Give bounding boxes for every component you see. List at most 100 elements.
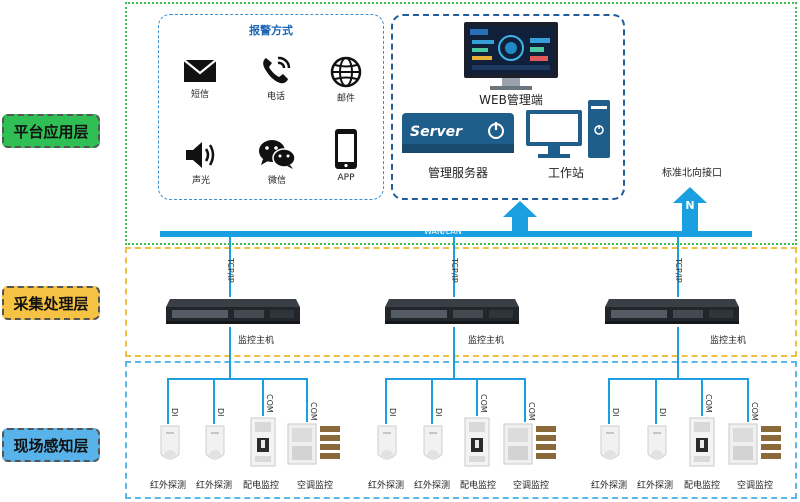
alarm-item-label: 邮件 [336, 94, 355, 104]
alarm-item-label: 短信 [190, 90, 209, 100]
server-icon [402, 113, 514, 153]
device-label: 空调监控 [513, 481, 550, 491]
device-drop-line [385, 378, 387, 424]
host-link-line [453, 237, 455, 297]
device-label: 红外探测 [150, 481, 187, 491]
sense-layer-tag: 现场感知层 [2, 428, 100, 462]
monitoring-host-icon [166, 299, 300, 324]
smartphone-icon [335, 129, 357, 169]
com-label: COM [527, 402, 536, 421]
com-label: COM [704, 394, 713, 413]
tcpip-label: TCP/IP [226, 258, 235, 283]
wechat-icon [259, 140, 296, 169]
power-distribution-icon [250, 417, 276, 467]
di-label: DI [611, 408, 620, 417]
host-trunk-line [229, 327, 231, 379]
host-label: 监控主机 [238, 336, 275, 346]
com-label: COM [309, 402, 318, 421]
di-label: DI [170, 408, 179, 417]
device-drop-line [655, 378, 657, 424]
power-distribution-icon [689, 417, 715, 467]
device-drop-line [167, 378, 169, 424]
northbound-letter: N [685, 199, 695, 212]
northbound-arrow-icon [673, 187, 707, 233]
alarm-item-label: 微信 [267, 176, 286, 186]
com-label: COM [265, 394, 274, 413]
upload-arrow-icon [503, 201, 537, 233]
server-label: 管理服务器 [427, 166, 488, 180]
device-label: 红外探测 [196, 481, 233, 491]
infrared-detector-icon [647, 425, 667, 460]
com-label: COM [750, 402, 759, 421]
air-conditioner-icon [728, 423, 781, 465]
infrared-detector-icon [205, 425, 225, 460]
platform-layer-region [125, 2, 797, 245]
infrared-detector-icon [160, 425, 180, 460]
wan-lan-bus [160, 231, 752, 237]
device-label: 配电监控 [684, 481, 721, 491]
device-drop-line [306, 378, 308, 422]
device-drop-line [524, 378, 526, 422]
infrared-detector-icon [377, 425, 397, 460]
monitoring-host-icon [605, 299, 739, 324]
sense-layer-region [125, 361, 797, 499]
alarm-item-app: APP [316, 128, 376, 183]
device-label: 红外探测 [368, 481, 405, 491]
alarm-item-label: 声光 [191, 176, 210, 186]
di-label: DI [434, 408, 443, 417]
northbound-interface-label: 标准北向接口 [662, 168, 722, 179]
device-drop-line [476, 378, 478, 416]
alarm-item-audio-visual: 声光 [171, 140, 231, 186]
sensor-bus [385, 378, 526, 380]
envelope-icon [183, 59, 217, 82]
monitoring-host-icon [385, 299, 519, 324]
air-conditioner-icon [503, 423, 556, 465]
wan-lan-label: WAN/LAN [424, 227, 462, 236]
host-trunk-line [677, 327, 679, 379]
device-drop-line [608, 378, 610, 424]
device-label: 红外探测 [591, 481, 628, 491]
tcpip-label: TCP/IP [450, 258, 459, 283]
alarm-methods-box [158, 14, 384, 200]
globe-icon [330, 56, 362, 88]
device-drop-line [701, 378, 703, 416]
phone-icon [263, 56, 291, 84]
device-label: 红外探测 [637, 481, 674, 491]
platform-layer-tag: 平台应用层 [2, 114, 100, 148]
device-drop-line [431, 378, 433, 424]
host-label: 监控主机 [710, 336, 747, 346]
web-monitor-icon [464, 22, 558, 90]
alarm-item-phone: 电话 [246, 54, 306, 102]
alarm-item-sms: 短信 [170, 58, 230, 100]
tcpip-label: TCP/IP [674, 258, 683, 283]
device-drop-line [747, 378, 749, 422]
device-label: 配电监控 [243, 481, 280, 491]
com-label: COM [479, 394, 488, 413]
sensor-bus [167, 378, 308, 380]
web-management-label: WEB管理端 [479, 93, 543, 107]
device-label: 空调监控 [737, 481, 774, 491]
collect-layer-region [125, 247, 797, 357]
device-label: 配电监控 [460, 481, 497, 491]
workstation-icon [526, 100, 610, 158]
alarm-item-label: APP [337, 173, 355, 183]
device-drop-line [262, 378, 264, 416]
di-label: DI [216, 408, 225, 417]
di-label: DI [658, 408, 667, 417]
host-label: 监控主机 [468, 336, 505, 346]
speaker-icon [186, 142, 215, 168]
server-badge: Server [410, 124, 463, 140]
sensor-bus [608, 378, 749, 380]
air-conditioner-icon [287, 423, 340, 465]
host-link-line [229, 237, 231, 297]
alarm-item-email: 邮件 [316, 56, 376, 104]
host-trunk-line [453, 327, 455, 379]
device-label: 红外探测 [414, 481, 451, 491]
power-distribution-icon [464, 417, 490, 467]
infrared-detector-icon [423, 425, 443, 460]
device-label: 空调监控 [297, 481, 334, 491]
management-box [391, 14, 625, 200]
alarm-methods-title: 报警方式 [249, 24, 293, 37]
di-label: DI [388, 408, 397, 417]
collect-layer-tag: 采集处理层 [2, 286, 100, 320]
